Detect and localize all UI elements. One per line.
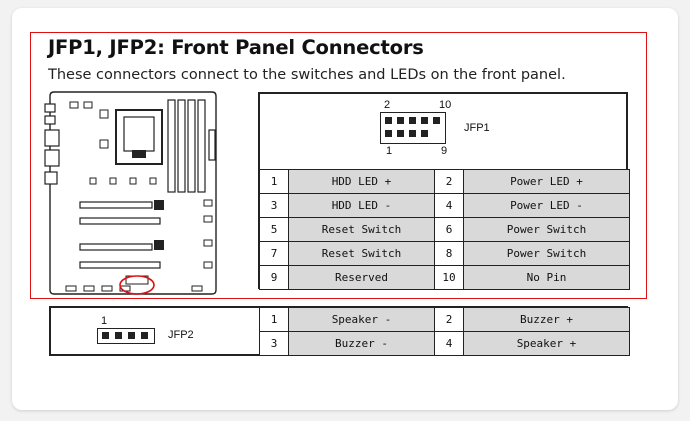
jfp1-signal-name: Power Switch <box>463 217 630 242</box>
section-description: These connectors connect to the switches… <box>48 67 566 83</box>
jfp2-pin-label-1: 1 <box>101 315 108 327</box>
jfp1-signal-name: Reserved <box>288 265 435 290</box>
jfp1-pin-label-9: 9 <box>441 145 448 157</box>
jfp1-signal-name: HDD LED + <box>288 169 435 194</box>
jfp1-pin-label-10: 10 <box>439 99 452 111</box>
jfp1-pin-number: 5 <box>259 217 289 242</box>
jfp2-pin-number: 1 <box>259 307 289 332</box>
jfp1-signal-name: Power LED + <box>463 169 630 194</box>
jfp2-pin-number: 3 <box>259 331 289 356</box>
jfp2-signal-name: Speaker + <box>463 331 630 356</box>
jfp2-pin-number: 2 <box>434 307 464 332</box>
jfp1-header-icon <box>380 112 446 144</box>
jfp1-name: JFP1 <box>464 122 490 134</box>
jfp1-pin-number: 2 <box>434 169 464 194</box>
jfp1-pin-label-2: 2 <box>384 99 391 111</box>
jfp1-pin-number: 7 <box>259 241 289 266</box>
jfp1-pin-number: 9 <box>259 265 289 290</box>
jfp2-pin-number: 4 <box>434 331 464 356</box>
jfp1-pin-label-1: 1 <box>386 145 393 157</box>
jfp1-pin-number: 8 <box>434 241 464 266</box>
jfp1-pin-number: 4 <box>434 193 464 218</box>
jfp2-name: JFP2 <box>168 329 194 341</box>
jfp2-signal-name: Buzzer - <box>288 331 435 356</box>
jfp1-signal-name: Reset Switch <box>288 217 435 242</box>
jfp2-signal-name: Speaker - <box>288 307 435 332</box>
motherboard-diagram <box>44 91 217 295</box>
jfp1-signal-name: Power Switch <box>463 241 630 266</box>
jfp1-pin-number: 6 <box>434 217 464 242</box>
jfp1-pin-number: 10 <box>434 265 464 290</box>
jfp1-signal-name: Power LED - <box>463 193 630 218</box>
section-heading: JFP1, JFP2: Front Panel Connectors <box>48 36 424 59</box>
jfp1-signal-name: No Pin <box>463 265 630 290</box>
jfp2-signal-name: Buzzer + <box>463 307 630 332</box>
highlight-frame <box>30 32 647 299</box>
jfp1-signal-name: HDD LED - <box>288 193 435 218</box>
jfp2-header-icon <box>97 328 155 344</box>
jfp1-signal-name: Reset Switch <box>288 241 435 266</box>
jfp1-pin-number: 1 <box>259 169 289 194</box>
jfp1-pin-number: 3 <box>259 193 289 218</box>
